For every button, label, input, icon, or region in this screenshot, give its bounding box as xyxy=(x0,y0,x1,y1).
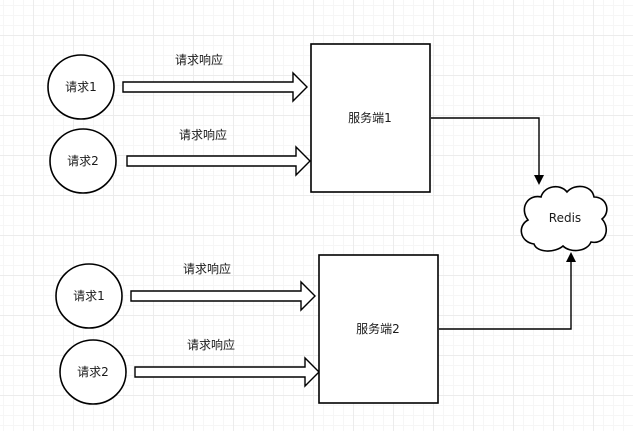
arrow-label: 请求响应 xyxy=(183,261,231,276)
connector-server1-redis xyxy=(431,117,544,185)
server-box-1: 服务端1 xyxy=(310,43,431,193)
request-label: 请求2 xyxy=(67,154,99,168)
block-arrow-4 xyxy=(134,356,320,388)
request-label: 请求1 xyxy=(73,289,105,303)
arrow-label: 请求响应 xyxy=(179,127,227,142)
block-arrow-3 xyxy=(130,280,316,312)
request-node-1-bottom: 请求1 xyxy=(55,263,123,329)
request-node-2-top: 请求2 xyxy=(49,128,117,194)
arrow-label: 请求响应 xyxy=(175,52,223,67)
connector-server2-redis xyxy=(439,252,576,330)
redis-cloud-icon: Redis xyxy=(520,185,608,252)
request-node-2-bottom: 请求2 xyxy=(59,339,127,405)
server-box-2: 服务端2 xyxy=(318,254,439,404)
server-label: 服务端1 xyxy=(348,110,392,125)
redis-label: Redis xyxy=(549,211,581,225)
request-label: 请求2 xyxy=(77,365,109,379)
arrow-label: 请求响应 xyxy=(187,337,235,352)
request-node-1-top: 请求1 xyxy=(47,54,115,120)
request-label: 请求1 xyxy=(65,80,97,94)
block-arrow-2 xyxy=(126,145,311,177)
block-arrow-1 xyxy=(122,71,308,103)
server-label: 服务端2 xyxy=(356,321,400,336)
